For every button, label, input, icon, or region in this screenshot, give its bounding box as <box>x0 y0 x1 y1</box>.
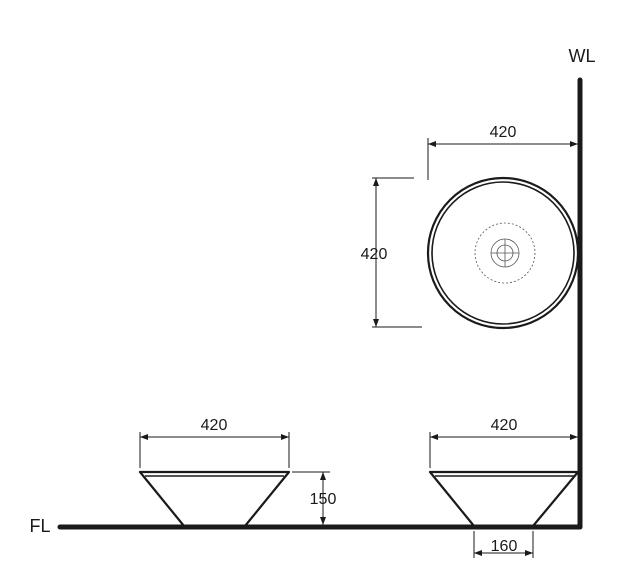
height-dimension: 150 <box>292 471 337 525</box>
top-width-dimension: 420 <box>427 124 578 180</box>
base-width-dimension: 160 <box>473 531 534 558</box>
base-width-value: 160 <box>491 538 518 555</box>
basin-inner-rim <box>431 181 575 325</box>
top-height-value: 420 <box>361 246 388 263</box>
basin-outer-rim <box>426 176 580 330</box>
floor-label: FL <box>29 516 50 536</box>
front-width-dimension: 420 <box>139 417 290 468</box>
wall-label: WL <box>569 46 596 66</box>
basin-top-view <box>426 176 580 330</box>
height-value: 150 <box>310 491 337 508</box>
top-width-value: 420 <box>490 124 517 141</box>
front-width-value: 420 <box>201 417 228 434</box>
top-height-dimension: 420 <box>361 177 422 328</box>
basin-front-elevation <box>138 470 291 528</box>
basin-side-elevation <box>428 470 580 528</box>
side-width-dimension: 420 <box>429 417 578 468</box>
side-width-value: 420 <box>491 417 518 434</box>
drain-outer-ring <box>474 222 536 284</box>
